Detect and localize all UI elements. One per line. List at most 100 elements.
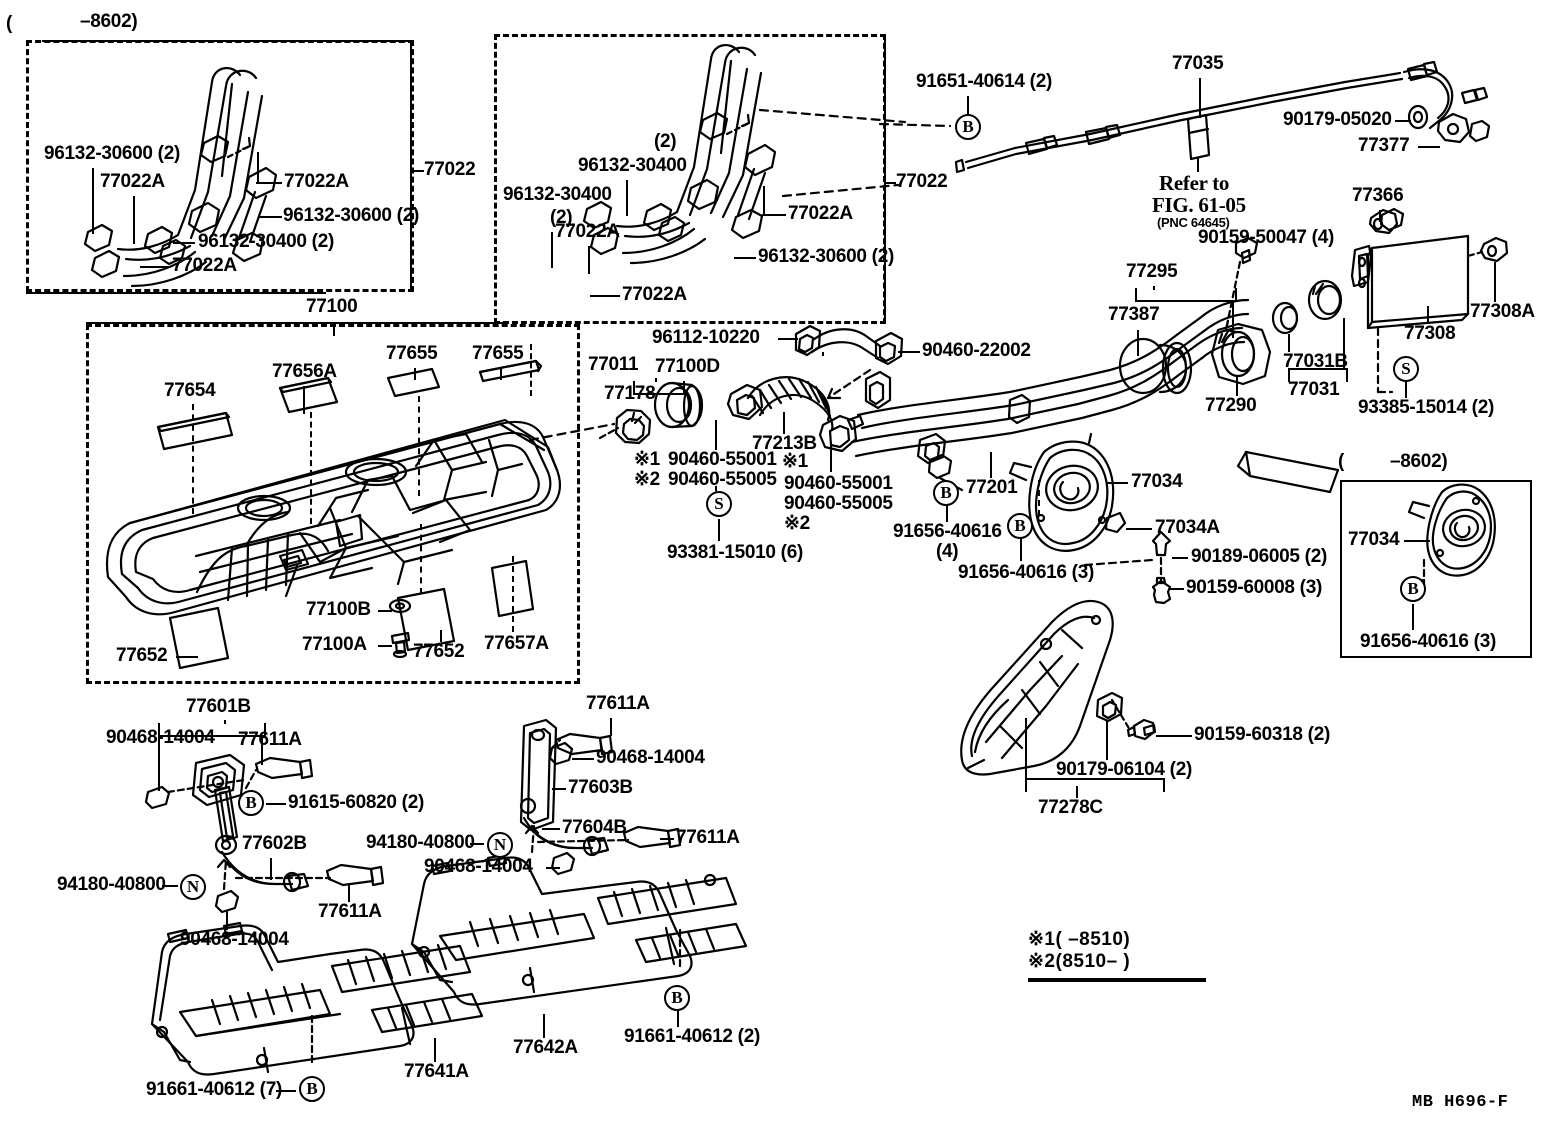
label-77022A-f: 77022A [622, 284, 687, 305]
label-77100-group: 77100 [306, 296, 358, 317]
label-refer-to-1: Refer to [1159, 171, 1230, 195]
token-b-text-4: B [245, 793, 257, 812]
leader-77655-b-dash [530, 344, 532, 396]
leader-77657A [512, 556, 514, 632]
inset-leader-91656 [1412, 604, 1414, 630]
leader-90189-06005 [1172, 557, 1188, 559]
inset-token-b: B [1400, 576, 1426, 602]
label-77655-b: 77655 [472, 343, 524, 364]
label-96132-30600-c: 96132-30600 (2) [758, 246, 894, 267]
leader-77295-stem [1153, 286, 1155, 290]
label-77652-b: 77652 [413, 641, 465, 662]
label-group-77022-mid: 77022 [896, 171, 948, 192]
token-b-91615: B [238, 790, 264, 816]
label-94180-40800-b: 94180-40800 [366, 832, 475, 853]
label-91656-40616-4-qty: (4) [936, 541, 959, 562]
art-77178 [616, 410, 650, 443]
leader-77642A [543, 1014, 545, 1038]
inset-box-right [1340, 480, 1532, 658]
leader-77652-b-dash [420, 524, 422, 594]
leader-91656-4 [946, 506, 948, 522]
leader-77022A-f [590, 295, 620, 297]
label-77213B: 77213B [752, 433, 817, 454]
label-77035: 77035 [1172, 53, 1224, 74]
leader-91651-40614 [967, 96, 969, 116]
leader-91656-3-dash [1038, 480, 1040, 516]
token-b-text-5: B [306, 1079, 318, 1098]
leader-77022A-a [133, 196, 135, 244]
leader-77022A-e [762, 214, 786, 216]
token-b-91656-4: B [933, 480, 959, 506]
inset-token-b-text: B [1407, 579, 1419, 598]
leader-96112-10220 [778, 338, 798, 340]
label-96112-10220: 96112-10220 [652, 327, 760, 348]
legend-underline [1028, 978, 1206, 982]
leader-77308A [1494, 262, 1496, 302]
label-77031B: 77031B [1283, 351, 1348, 372]
art-fasteners-right [1153, 532, 1170, 603]
label-77602B: 77602B [242, 833, 307, 854]
leader-96132-30600-b [258, 216, 282, 218]
art-bracket-77366 [1370, 209, 1403, 233]
token-b-text-3: B [1014, 516, 1026, 535]
leader-90468-d [546, 867, 560, 869]
art-grommet [1409, 106, 1427, 128]
label-77022A-b: 77022A [284, 171, 349, 192]
leader-77652-b [440, 630, 442, 642]
leader-90460-55001-a [715, 420, 717, 450]
leader-96132-30600-a [92, 168, 94, 234]
label-77178: 77178 [604, 383, 656, 404]
leader-90468-c [572, 758, 594, 760]
token-b-91661-2: B [664, 985, 690, 1011]
leader-94180-b [470, 843, 484, 845]
label-77611A-a: 77611A [238, 729, 302, 750]
label-77022A-c: 77022A [172, 255, 237, 276]
label-90179-05020: 90179-05020 [1283, 109, 1392, 130]
label-77308A: 77308A [1470, 301, 1535, 322]
label-77100B: 77100B [306, 599, 371, 620]
art-clip-77034A [1106, 513, 1125, 532]
leader-91661-2 [677, 1011, 679, 1027]
leader-77100B [378, 610, 392, 612]
token-n-94180-a: N [180, 874, 206, 900]
label-91656-40616-4: 91656-40616 [893, 521, 1002, 542]
label-77031: 77031 [1288, 379, 1340, 400]
label-77611A-d: 77611A [676, 827, 740, 848]
art-fuel-lid-77308 [1352, 236, 1468, 328]
leader-77641A [434, 1038, 436, 1062]
label-93385-15014: 93385-15014 (2) [1358, 397, 1494, 418]
label-91615-60820: 91615-60820 (2) [288, 792, 424, 813]
bracket-77022-mid [884, 34, 886, 324]
inset-leader-77034 [1404, 540, 1430, 542]
label-90189-06005: 90189-06005 (2) [1191, 546, 1327, 567]
label-77100D: 77100D [655, 356, 720, 377]
leader-77601B-left [158, 735, 160, 791]
mark1-b: ※1 [782, 451, 808, 472]
label-77022A-d: 77022A [555, 221, 620, 242]
leader-77022A-e2 [763, 186, 765, 216]
label-77656A: 77656A [272, 361, 337, 382]
panel-top-left-paren: ( [6, 13, 13, 34]
leader-91656-3 [1020, 539, 1022, 561]
leader-77022A-c [140, 266, 170, 268]
inset-paren: ( [1338, 451, 1345, 472]
label-90468-14004-c: 90468-14004 [596, 747, 705, 768]
leader-96132-30400-b [626, 180, 628, 216]
leader-group-77022-left [410, 170, 424, 172]
leader-refer-to [1197, 158, 1199, 172]
label-96132-30600-a: 96132-30600 (2) [44, 143, 180, 164]
label-96132-30400-a: 96132-30400 (2) [198, 231, 334, 252]
legend-note-2: ※2(8510– ) [1028, 951, 1131, 972]
leader-77100D [822, 352, 824, 356]
label-77034: 77034 [1131, 471, 1183, 492]
leader-96132-30600-c [734, 257, 756, 259]
label-90460-55001-a: 90460-55001 [668, 449, 777, 470]
label-77366: 77366 [1352, 185, 1404, 206]
label-90460-22002: 90460-22002 [922, 340, 1031, 361]
label-77387: 77387 [1108, 304, 1160, 325]
bracket-77601B [158, 723, 266, 737]
label-96132-30400-c: 96132-30400 [503, 184, 612, 205]
art-shield-77642A [412, 855, 746, 1005]
leader-77213B [783, 412, 785, 434]
label-91661-40612-7: 91661-40612 (7) [146, 1079, 282, 1100]
